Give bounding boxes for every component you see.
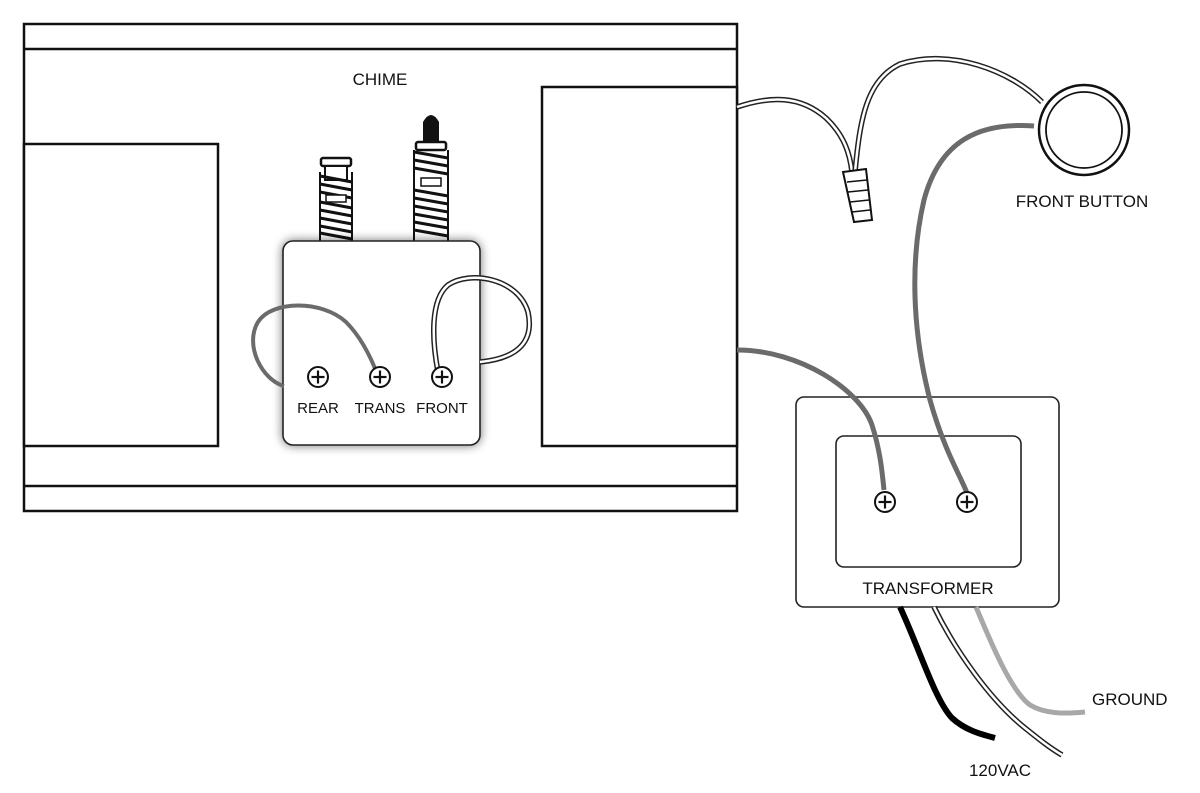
ground-label: GROUND [1092,690,1168,709]
neutral-white-wire [932,606,1063,757]
rear-terminal-screw [306,365,330,389]
chime-to-transformer-wire [736,347,887,491]
hot-black-wire [897,605,996,741]
front-loop-wire-inner [432,276,531,373]
front-terminal-screw [430,365,454,389]
front-button-white-wires [736,55,1044,173]
left-panel [22,142,220,448]
button-to-transformer-wire [912,122,1035,494]
front-button [1037,83,1131,177]
transformer-terminal-left [873,490,897,514]
trans-terminal-screw [368,365,392,389]
wire-nut [841,167,874,224]
front-label: FRONT [416,400,468,417]
right-panel [540,85,739,448]
transformer-face [835,435,1022,568]
trans-label: TRANS [355,400,406,417]
vac-label: 120VAC [969,761,1031,780]
terminal-block [282,240,481,446]
neutral-white-wire-outline [931,605,1064,758]
coil-right [413,115,449,242]
transformer-terminal-right [955,490,979,514]
transformer-label: TRANSFORMER [862,579,993,598]
rear-trans-jumper-wire [251,303,380,388]
ground-wire [973,606,1086,716]
coil-left [319,156,353,242]
front-button-label: FRONT BUTTON [1016,192,1149,211]
chime-label: CHIME [353,70,408,89]
rear-label: REAR [297,400,339,417]
